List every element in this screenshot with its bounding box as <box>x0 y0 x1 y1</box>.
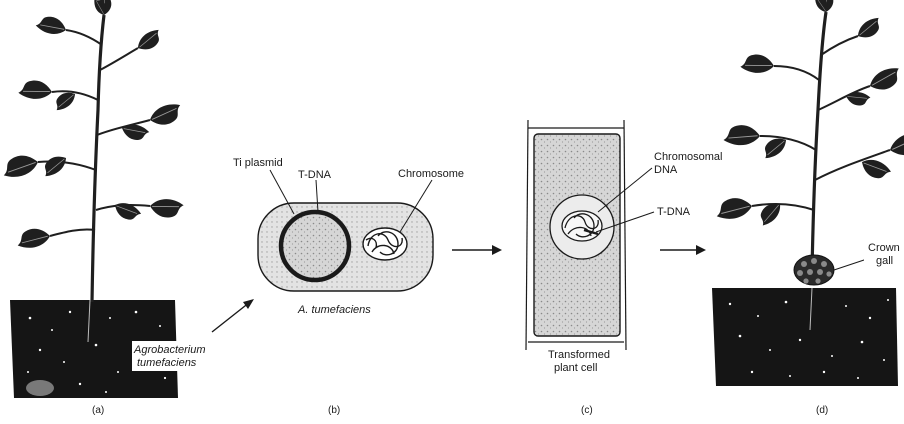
panel-c: Chromosomal DNA T-DNA Transformed plant … <box>526 120 722 416</box>
caption-c: (c) <box>581 405 593 416</box>
arrow-b-to-c <box>452 245 502 255</box>
crown-gall <box>794 255 834 285</box>
tdna-label-c: T-DNA <box>657 206 691 218</box>
organism-label: A. tumefaciens <box>297 304 371 316</box>
tdna-label-b: T-DNA <box>298 169 332 181</box>
crown-gall-label-line2: gall <box>876 255 893 267</box>
caption-b: (b) <box>328 405 340 416</box>
caption-d: (d) <box>816 405 828 416</box>
caption-a: (a) <box>92 405 104 416</box>
chromosomal-dna-label-line1: Chromosomal <box>654 151 722 163</box>
chromosomal-dna-label-line2: DNA <box>654 164 678 176</box>
agrobacterium-label-line2: tumefaciens <box>137 357 197 369</box>
transformed-cell-label-line1: Transformed <box>548 349 610 361</box>
arrow-a-to-b <box>212 299 254 332</box>
agrobacterium-label-line1: Agrobacterium <box>133 344 206 356</box>
transformed-cell-label-line2: plant cell <box>554 362 597 374</box>
ti-plasmid <box>281 212 349 280</box>
arrow-c-to-d <box>660 245 706 255</box>
panel-d: Crown gall (d) <box>712 0 904 416</box>
plant-chromosomal-dna <box>562 211 602 241</box>
panel-a: Agrobacterium tumefaciens (a) <box>1 0 254 416</box>
ti-plasmid-label: Ti plasmid <box>233 157 283 169</box>
chromosome-label: Chromosome <box>398 168 464 180</box>
panel-b: Ti plasmid T-DNA Chromosome A. tumefacie… <box>233 157 502 416</box>
bacterial-chromosome <box>363 228 407 260</box>
crown-gall-label-line1: Crown <box>868 242 900 254</box>
